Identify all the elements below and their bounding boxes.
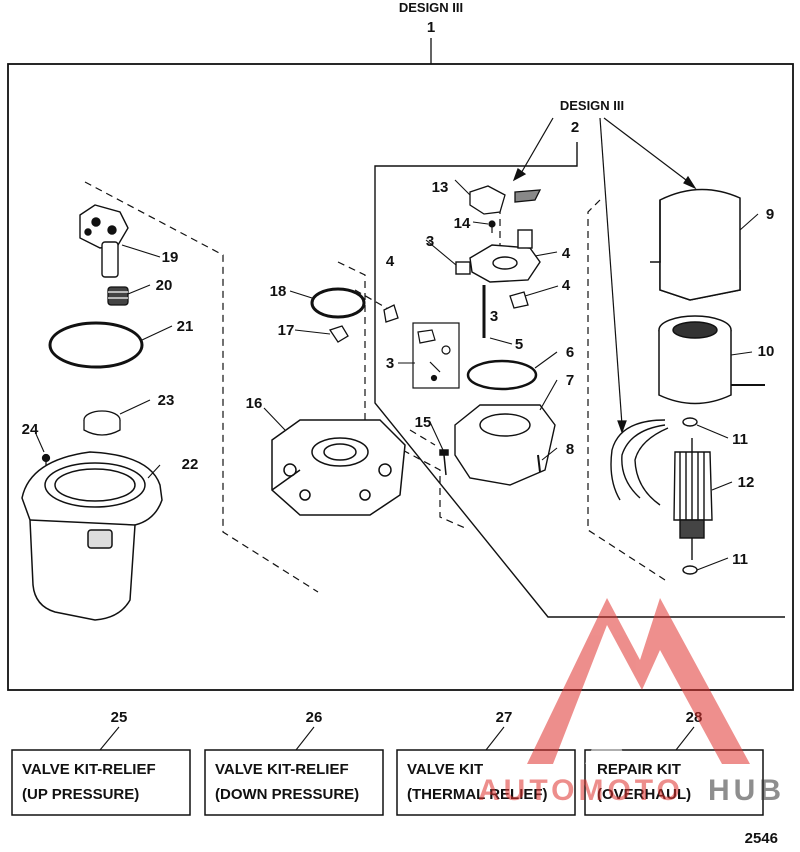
part-12-armature — [673, 438, 713, 560]
kit-number: 25 — [111, 709, 128, 726]
part-19-pump-cover — [79, 204, 129, 278]
callout-4b: 4 — [562, 245, 571, 262]
callout-12: 12 — [738, 474, 755, 491]
callout-11a: 11 — [732, 431, 748, 448]
figure-number: 2546 — [745, 830, 778, 847]
kit-line1: REPAIR KIT — [597, 761, 681, 778]
callout-7: 7 — [566, 372, 574, 389]
kit-26: 26 VALVE KIT-RELIEF (DOWN PRESSURE) — [204, 709, 384, 816]
kit-number: 26 — [306, 709, 323, 726]
callout-17: 17 — [278, 322, 295, 339]
callout-9: 9 — [766, 206, 774, 223]
callout-3b: 3 — [386, 355, 394, 372]
callout-4a: 4 — [386, 253, 395, 270]
part-9-motor-cover — [650, 188, 741, 301]
part-20-filter — [107, 286, 129, 306]
callout-10: 10 — [758, 343, 775, 360]
callout-11b: 11 — [732, 551, 748, 568]
callout-19: 19 — [162, 249, 179, 266]
callout-15: 15 — [415, 414, 432, 431]
part-11-washer-bottom — [682, 565, 698, 575]
callout-1: 1 — [427, 19, 435, 36]
callout-8: 8 — [566, 441, 574, 458]
callout-3a: 3 — [426, 233, 434, 250]
callout-13: 13 — [432, 179, 449, 196]
callout-20: 20 — [156, 277, 173, 294]
callout-18: 18 — [270, 283, 287, 300]
part-22-reservoir — [21, 451, 163, 621]
wire-harness — [610, 419, 669, 506]
part-17-plug — [328, 325, 349, 343]
kit-25: 25 VALVE KIT-RELIEF (UP PRESSURE) — [11, 709, 191, 816]
callouts — [35, 179, 759, 571]
callout-14: 14 — [454, 215, 471, 232]
design-label-sub: DESIGN III — [560, 98, 624, 113]
callout-4c: 4 — [562, 277, 571, 294]
kit-line1: VALVE KIT-RELIEF — [215, 761, 349, 778]
part-14-screw — [488, 220, 496, 233]
watermark-brand-left: AUTOMOTO — [478, 774, 684, 807]
kit-line2: (OVERHAUL) — [597, 786, 691, 803]
callout-3c: 3 — [490, 308, 498, 325]
watermark-logo: AUTOMOTO HUB — [478, 598, 785, 807]
part-23-fill-cap — [83, 410, 121, 436]
part-10-field-housing — [658, 315, 765, 405]
part-7-end-housing — [454, 404, 556, 486]
part-13-brush-clip — [469, 185, 542, 215]
part-18-o-ring — [310, 287, 366, 319]
callout-5: 5 — [515, 336, 523, 353]
kit-line1: VALVE KIT — [407, 761, 483, 778]
assembly-frame — [7, 63, 794, 691]
part-8-screw — [537, 454, 541, 473]
design-label-top: DESIGN III — [399, 0, 463, 15]
part-4-brush-right — [509, 291, 529, 309]
part-21-o-ring — [48, 321, 144, 369]
kit-line2: (THERMAL RELIEF) — [407, 786, 548, 803]
part-3-switch-detail — [412, 322, 460, 389]
callout-21: 21 — [177, 318, 194, 335]
callout-23: 23 — [158, 392, 175, 409]
kit-28: 28 REPAIR KIT (OVERHAUL) — [584, 709, 764, 816]
kit-line2: (UP PRESSURE) — [22, 786, 139, 803]
part-6-o-ring — [466, 359, 538, 391]
callout-labels: 3 3 3 4 4 4 5 6 7 8 9 10 11 11 12 13 14 … — [22, 179, 775, 568]
callout-2: 2 — [571, 119, 579, 136]
part-15-screw — [439, 449, 449, 476]
kit-27: 27 VALVE KIT (THERMAL RELIEF) — [396, 709, 576, 816]
part-4-brush — [383, 304, 399, 323]
kit-line1: VALVE KIT-RELIEF — [22, 761, 156, 778]
callout-24: 24 — [22, 421, 39, 438]
callout-6: 6 — [566, 344, 574, 361]
callout-16: 16 — [246, 395, 263, 412]
subassembly-frame — [374, 142, 785, 618]
part-11-washer-top — [682, 417, 698, 427]
kit-line2: (DOWN PRESSURE) — [215, 786, 359, 803]
part-4-brush-holder — [455, 229, 541, 283]
part-16-pump-body — [271, 419, 406, 516]
callout-22: 22 — [182, 456, 199, 473]
kit-number: 27 — [496, 709, 513, 726]
watermark-brand-right: HUB — [708, 774, 785, 807]
